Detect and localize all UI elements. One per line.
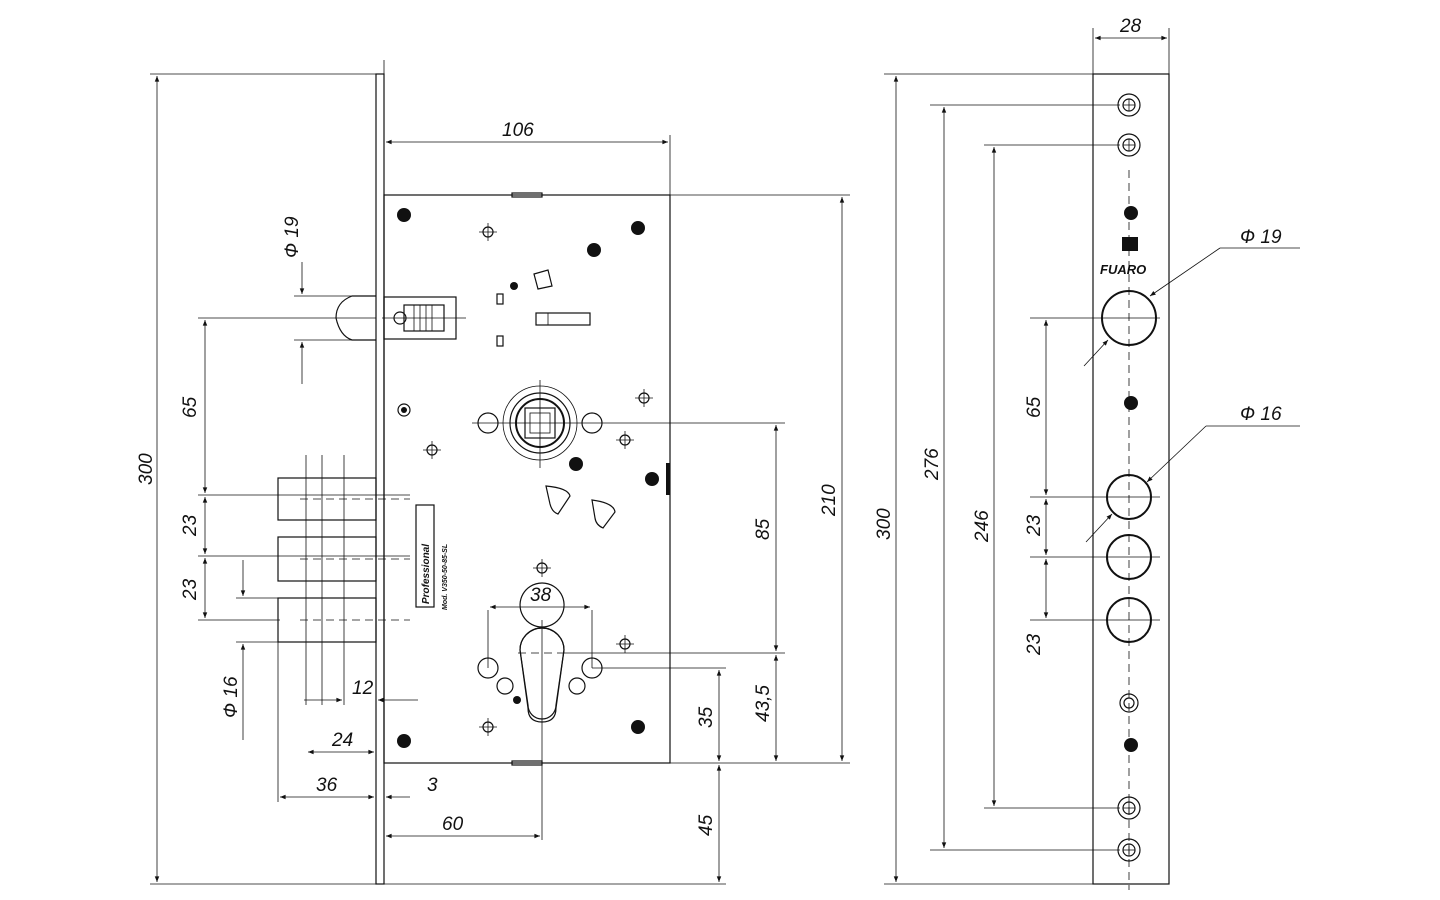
dim-106: 106 (502, 120, 534, 141)
dim-210: 210 (819, 484, 840, 517)
dim-23-a: 23 (180, 514, 201, 537)
dim-24: 24 (331, 730, 353, 751)
side-dim-65: 65 (1024, 396, 1045, 418)
dim-60: 60 (442, 814, 464, 835)
faceplate (375, 73, 385, 885)
dim-12: 12 (352, 678, 374, 699)
side-dim-23-a: 23 (1024, 514, 1045, 537)
dim-85: 85 (753, 518, 774, 540)
handle-spindle (472, 380, 785, 468)
model-label: Mod. V350-50-85-SL (442, 544, 449, 610)
front-view: Professional Mod. V350-50-85-SL (136, 60, 850, 885)
fuaro-logo: FUARO (1100, 237, 1146, 277)
side-dim-246: 246 (972, 510, 993, 543)
brand-label: Professional (421, 544, 432, 604)
side-view: FUARO (874, 16, 1300, 890)
side-dimension-lines (884, 28, 1300, 885)
dim-3: 3 (427, 775, 438, 796)
cylinder-cutout (477, 582, 603, 840)
side-openings (1101, 170, 1157, 890)
fuaro-logo-text: FUARO (1100, 262, 1146, 277)
crosshair-holes (423, 223, 653, 736)
dim-36: 36 (316, 775, 338, 796)
dead-bolts (277, 455, 410, 705)
side-dim-300: 300 (874, 508, 895, 540)
side-dim-diam-16: Ф 16 (1240, 404, 1282, 425)
front-dimension-lines (150, 60, 850, 885)
dim-65: 65 (180, 396, 201, 418)
lock-body (383, 194, 671, 764)
label-plate: Professional Mod. V350-50-85-SL (415, 504, 449, 610)
dim-23-b: 23 (180, 578, 201, 601)
side-dimension-labels: 28 300 276 246 65 23 23 Ф 19 Ф 16 (874, 16, 1282, 656)
dim-diam-19: Ф 19 (282, 216, 303, 258)
side-dim-28: 28 (1119, 16, 1142, 37)
side-dim-276: 276 (922, 448, 943, 481)
dim-45: 45 (696, 814, 717, 836)
side-dim-23-b: 23 (1024, 633, 1045, 656)
dim-35: 35 (696, 706, 717, 728)
front-dimension-labels: 106 Ф 19 65 300 23 23 Ф 16 12 24 36 3 60… (136, 120, 840, 836)
mounting-holes (397, 208, 659, 748)
dim-diam-16: Ф 16 (221, 676, 242, 718)
dim-43-5: 43,5 (753, 685, 774, 722)
side-faceplate (1092, 73, 1170, 885)
side-dim-diam-19: Ф 19 (1240, 227, 1282, 248)
dim-38: 38 (530, 585, 552, 606)
dim-300: 300 (136, 453, 157, 485)
